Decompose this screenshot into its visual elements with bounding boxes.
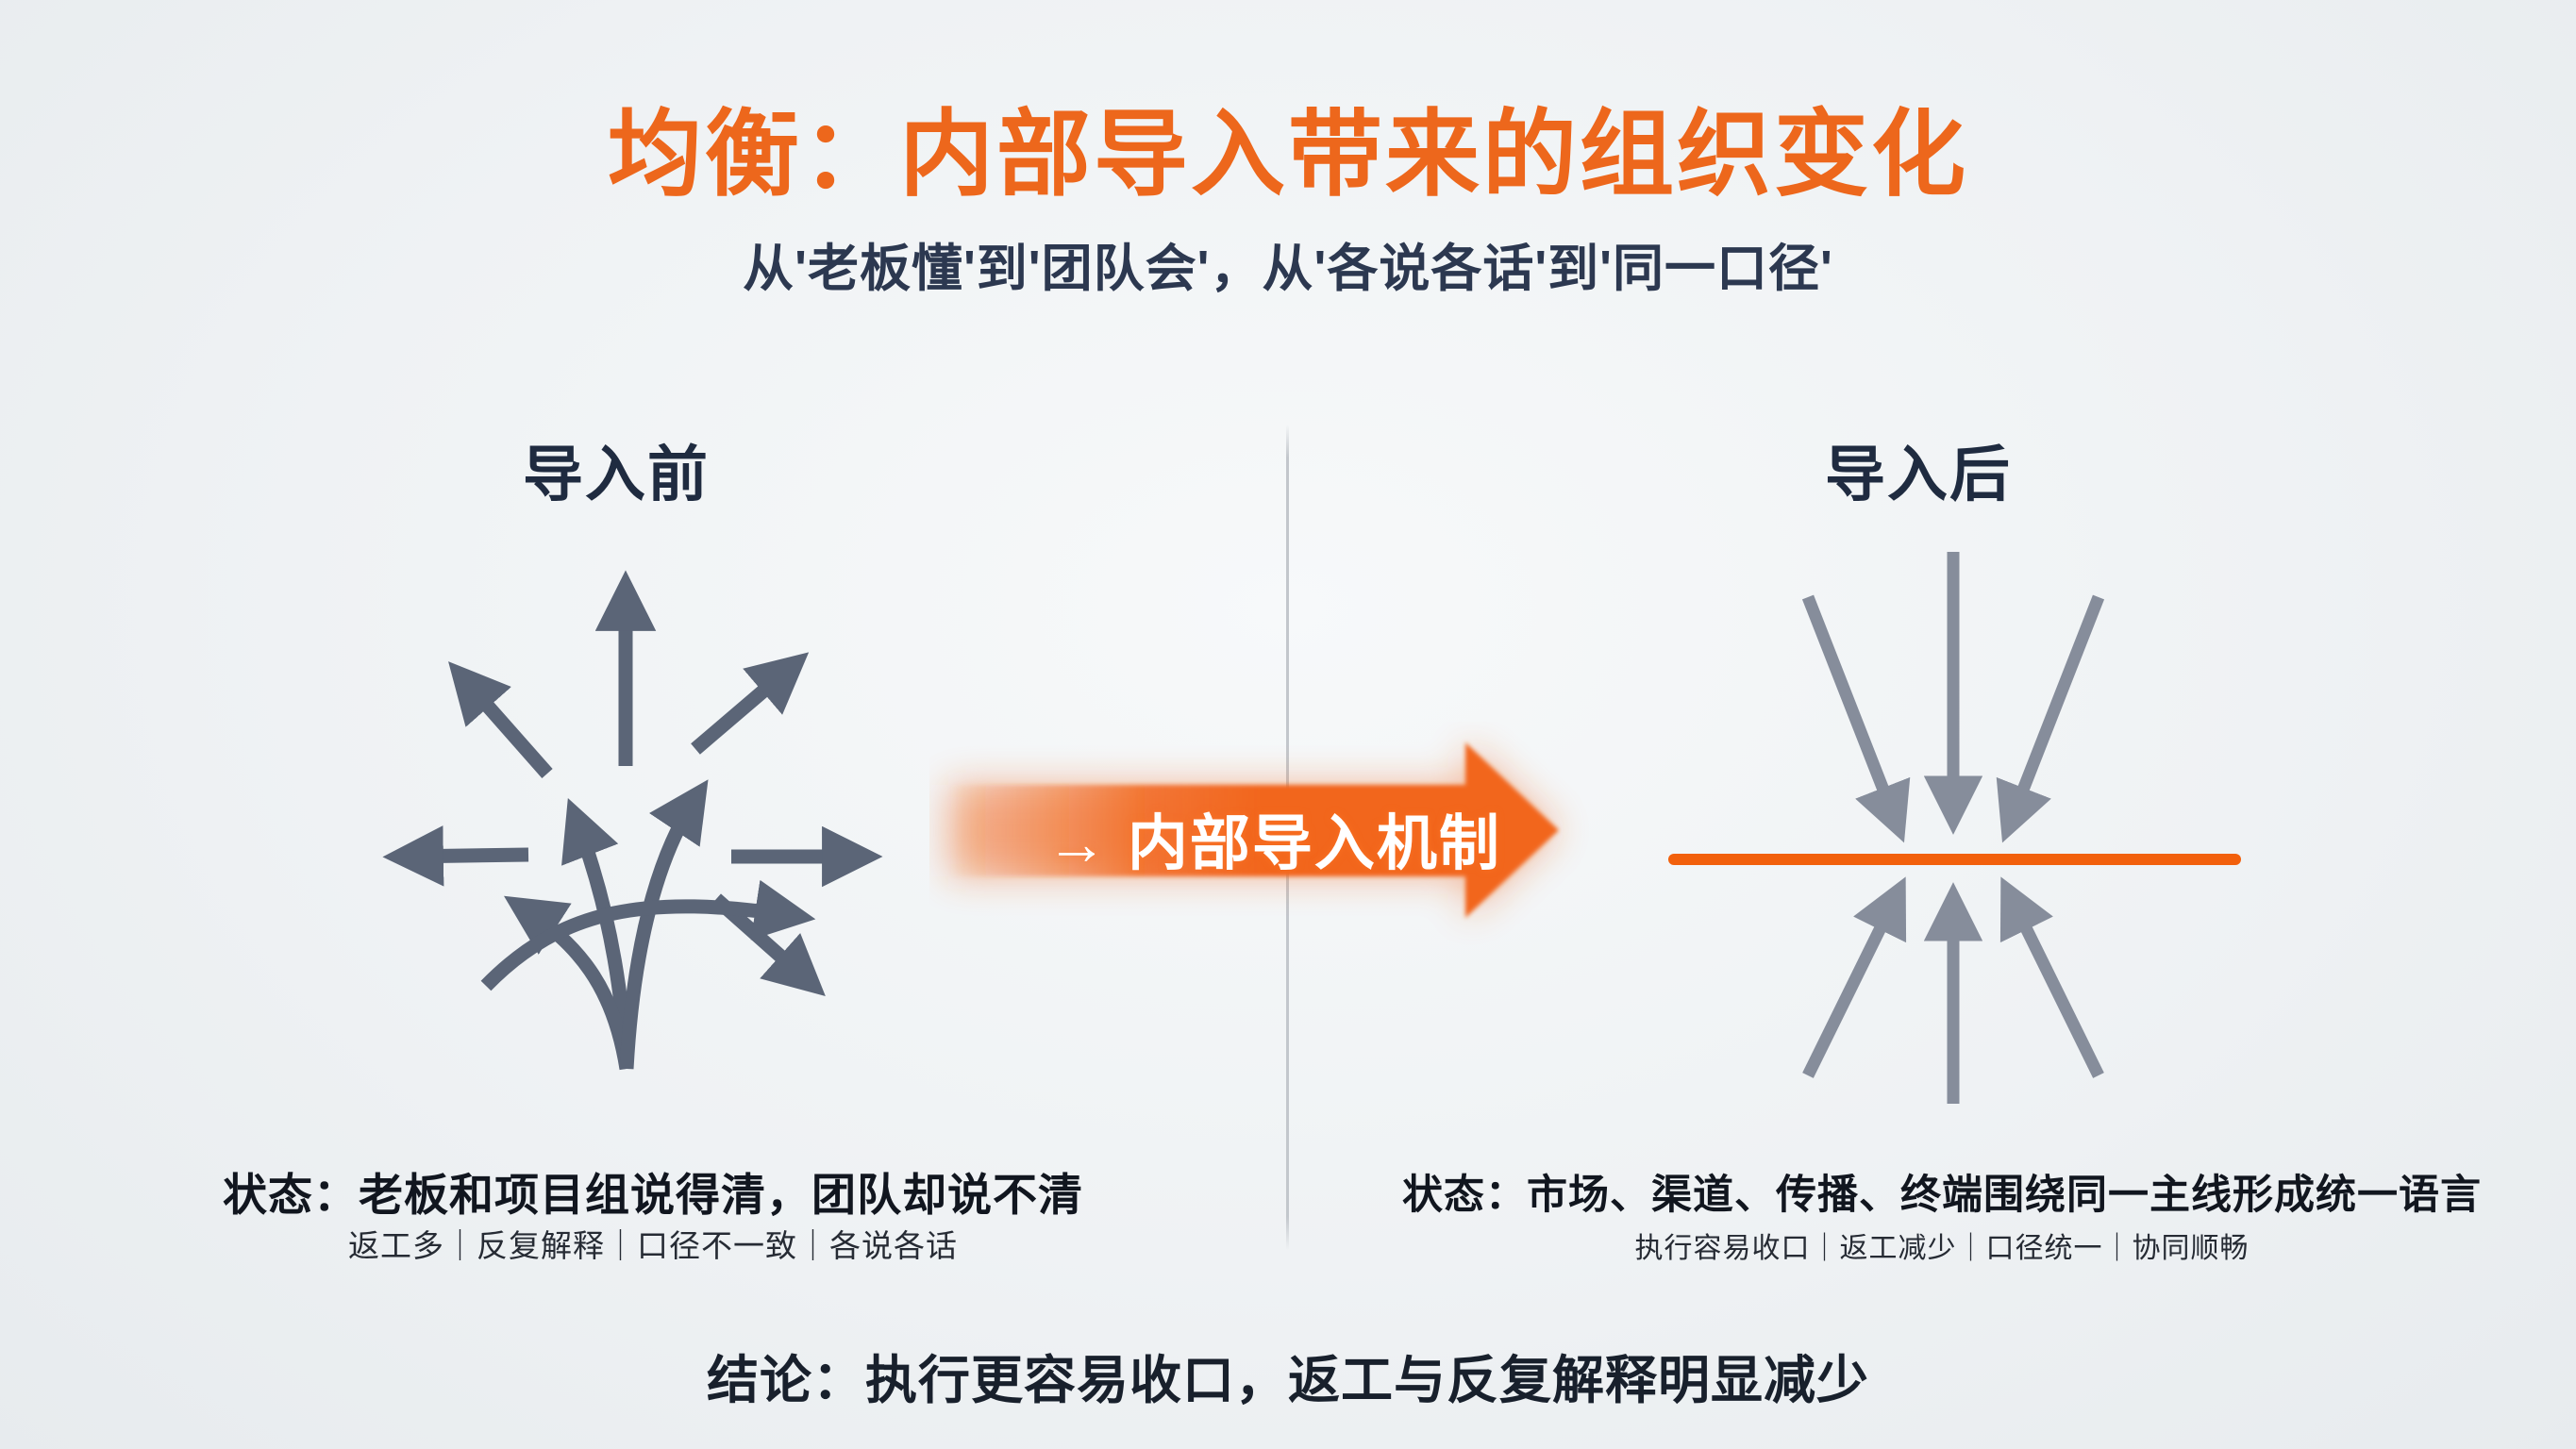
curved-arrow-cross-right <box>480 879 816 991</box>
arrow-down-from-left <box>1801 594 1911 843</box>
arrow-up-from-left <box>1802 876 1907 1078</box>
banner-band <box>948 785 1470 876</box>
before-status-tags: 返工多｜反复解释｜口径不一致｜各说各话 <box>348 1228 958 1263</box>
curved-arrow-upper-left <box>504 895 634 1071</box>
after-status-text: 状态：市场、渠道、传播、终端围绕同一主线形成统一语言 <box>1402 1173 2482 1218</box>
convergent-arrows-icon <box>1668 552 2241 1104</box>
arrow-up-from-right <box>1999 876 2104 1078</box>
banner-arrowhead <box>1465 742 1559 918</box>
conclusion-text: 结论：执行更容易收口，返工与反复解释明显减少 <box>706 1351 1869 1409</box>
orange-right-arrow-banner-icon <box>948 742 1559 918</box>
page-title: 均衡：内部导入带来的组织变化 <box>608 102 1968 208</box>
curved-arrow-upper-right <box>619 779 709 1070</box>
before-panel-header: 导入前 <box>523 441 710 508</box>
divergent-arrows-icon <box>382 570 883 1071</box>
arrow-upper-right <box>691 652 810 755</box>
page-subtitle: 从'老板懂'到'团队会'，从'各说各话'到'同一口径' <box>743 241 1833 297</box>
before-status-text: 状态：老板和项目组说得清，团队却说不清 <box>223 1170 1083 1220</box>
arrow-upper-left <box>448 661 553 778</box>
arrow-down-from-right <box>1996 594 2105 843</box>
arrow-left <box>382 825 529 887</box>
after-status-tags: 执行容易收口｜返工减少｜口径统一｜协同顺畅 <box>1634 1233 2250 1264</box>
transition-arrow-label: → 内部导入机制 <box>1046 809 1501 877</box>
after-panel-header: 导入后 <box>1825 441 2012 508</box>
